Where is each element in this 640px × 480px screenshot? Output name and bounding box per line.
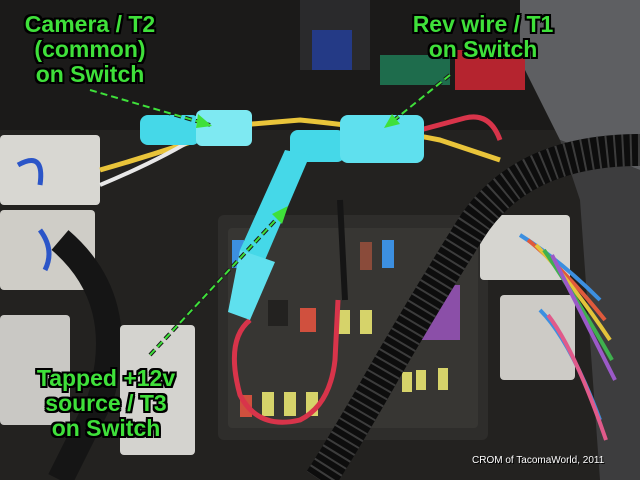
blue-connector-camera [140, 110, 252, 146]
dark-wiring-left [48, 230, 122, 480]
right-panel-bracket [520, 0, 640, 170]
red-wire-loop [231, 299, 341, 425]
label-tapped-line-1: Tapped +12v [36, 365, 176, 391]
right-white-connector-2 [500, 295, 575, 380]
label-rev-wire-t1: Rev wire / T1 on Switch [388, 12, 578, 62]
blue-wire-left [16, 158, 44, 186]
left-white-connector-3 [0, 315, 70, 425]
white-connector-bottom [120, 325, 195, 455]
label-camera-line-2: (common) [34, 36, 146, 62]
right-white-connector [480, 215, 570, 280]
label-rev-line-2: on Switch [428, 36, 538, 62]
arrow-rev [384, 73, 452, 128]
top-relay-green [380, 55, 450, 85]
top-connector-blue [312, 30, 352, 70]
photo-credit: CROM of TacomaWorld, 2011 [472, 455, 605, 466]
fuse-box-inner [228, 228, 478, 428]
label-rev-line-1: Rev wire / T1 [412, 11, 554, 37]
arrow-tapped [148, 206, 288, 357]
corrugated-loom [306, 134, 640, 480]
blue-wire-left-2 [37, 228, 52, 272]
black-wire-down [337, 199, 348, 301]
blue-connector-tapped [228, 150, 310, 320]
label-camera-t2: Camera / T2 (common) on Switch [2, 12, 178, 87]
multicolor-wire-harness [518, 233, 617, 441]
top-relay-red [455, 50, 525, 90]
label-tapped-source-t3: Tapped +12v source / T3 on Switch [8, 366, 204, 441]
red-wire-top [419, 114, 503, 141]
right-panel-shadow [560, 140, 640, 480]
label-camera-line-3: on Switch [35, 61, 145, 87]
label-tapped-line-3: on Switch [51, 415, 161, 441]
label-camera-line-1: Camera / T2 [24, 11, 156, 37]
label-tapped-line-2: source / T3 [45, 390, 167, 416]
arrow-camera [89, 88, 212, 128]
left-white-connector-1 [0, 135, 100, 205]
